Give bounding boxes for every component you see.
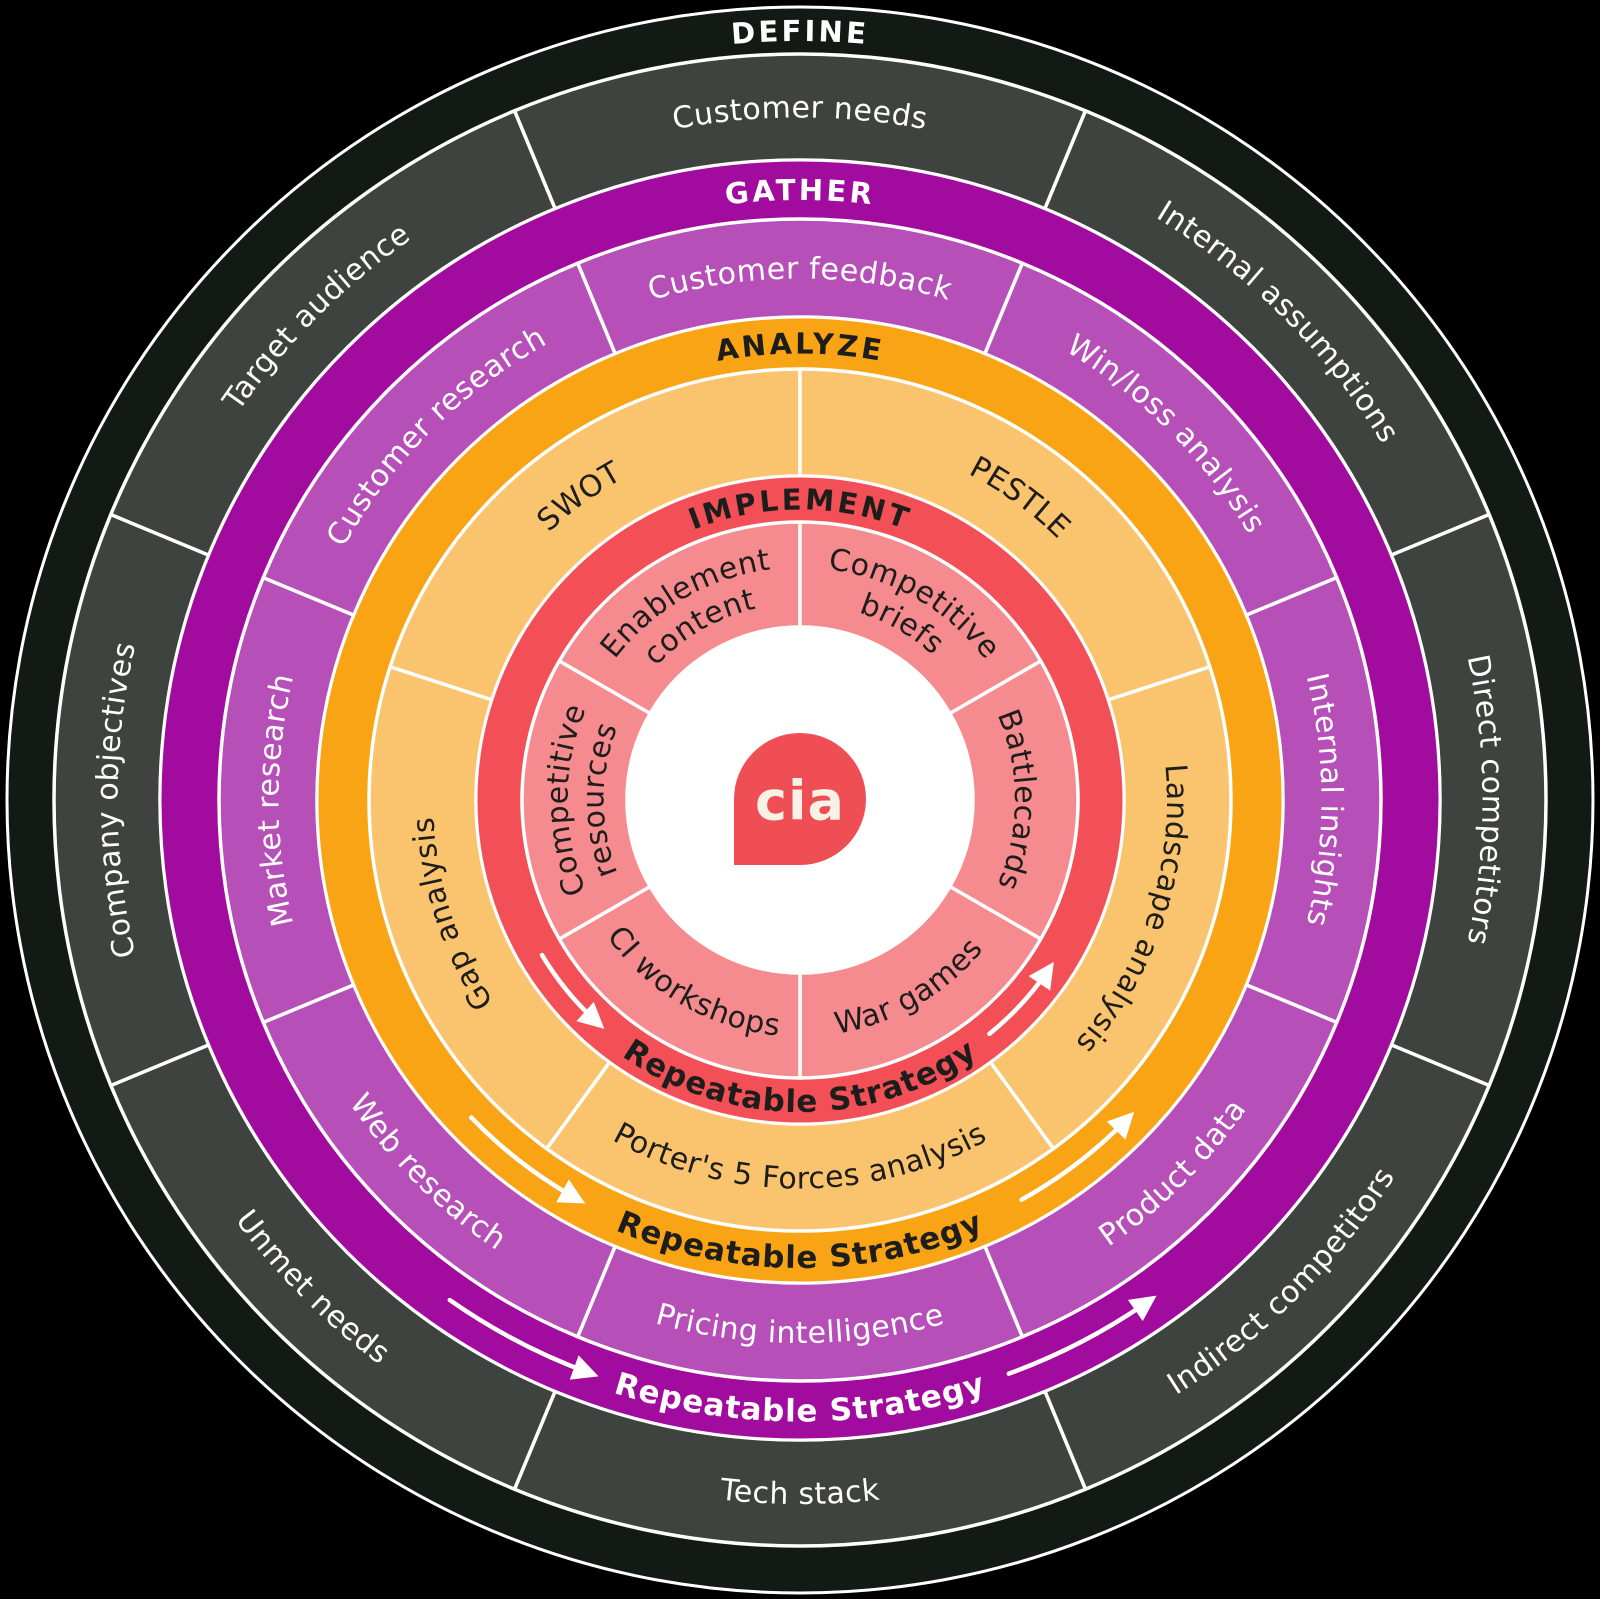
- flow-arrow-icon-implement-right: [987, 961, 1054, 1037]
- cia-logo: cia: [734, 733, 866, 865]
- phase-label-define: DEFINE: [730, 14, 870, 51]
- flow-arrow-icon-gather-right: [1006, 1295, 1157, 1376]
- flow-arrow-icon-analyze-left: [469, 1115, 586, 1204]
- flow-arrow-icon-gather-left: [447, 1297, 599, 1380]
- flow-arrow-icon-implement-left: [539, 952, 605, 1029]
- phase-label-gather: GATHER: [723, 173, 876, 212]
- logo-text: cia: [755, 770, 845, 833]
- segment-label-tech-stack: Tech stack: [718, 1472, 882, 1512]
- logo-bubble-icon: [734, 733, 866, 865]
- flow-arrow-icon-analyze-right: [1019, 1111, 1135, 1202]
